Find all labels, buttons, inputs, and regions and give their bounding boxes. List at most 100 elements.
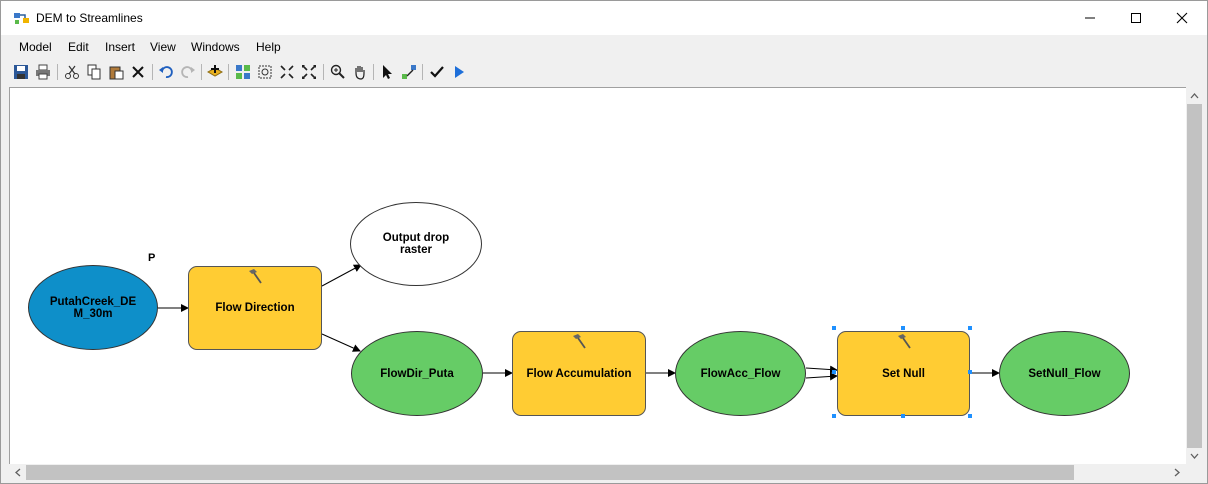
maximize-button[interactable] xyxy=(1113,1,1159,35)
vertical-scroll-thumb[interactable] xyxy=(1187,104,1202,448)
selection-handle[interactable] xyxy=(968,326,972,330)
fixed-zoom-in-icon xyxy=(280,65,294,79)
selection-handle[interactable] xyxy=(901,414,905,418)
connector-flowaccflow-to-setnull-2 xyxy=(805,372,838,381)
horizontal-scrollbar[interactable] xyxy=(9,464,1186,481)
node-flowdir-puta[interactable]: FlowDir_Puta xyxy=(351,331,483,416)
validate-icon xyxy=(430,66,444,78)
parameter-marker: P xyxy=(148,252,156,264)
horizontal-scroll-thumb[interactable] xyxy=(26,465,1074,480)
validate-button[interactable] xyxy=(428,63,446,81)
toolbar-separator xyxy=(422,64,423,80)
toolbar xyxy=(1,59,1207,85)
vertical-scrollbar[interactable] xyxy=(1186,87,1203,465)
cut-button[interactable] xyxy=(63,63,81,81)
node-set-null[interactable]: Set Null xyxy=(837,331,970,416)
scroll-down-icon[interactable] xyxy=(1186,448,1203,465)
menu-edit[interactable]: Edit xyxy=(68,40,89,54)
copy-icon xyxy=(87,64,101,80)
close-icon xyxy=(1176,12,1188,24)
node-putahcreek-dem[interactable]: PutahCreek_DE M_30m xyxy=(28,265,158,350)
minimize-button[interactable] xyxy=(1067,1,1113,35)
hammer-icon xyxy=(573,334,586,349)
model-canvas[interactable]: P PutahCreek_DE M_30m Flow Direction Out… xyxy=(9,87,1186,466)
node-flow-direction[interactable]: Flow Direction xyxy=(188,266,322,350)
fixed-zoom-out-icon xyxy=(302,65,316,79)
delete-icon xyxy=(132,66,144,78)
toolbar-separator xyxy=(57,64,58,80)
selection-handle[interactable] xyxy=(968,414,972,418)
node-output-drop-raster[interactable]: Output drop raster xyxy=(350,202,482,286)
toolbar-separator xyxy=(152,64,153,80)
minimize-icon xyxy=(1085,17,1095,19)
add-data-button[interactable] xyxy=(206,63,224,81)
copy-button[interactable] xyxy=(85,63,103,81)
fixed-zoom-in-button[interactable] xyxy=(278,63,296,81)
connect-icon xyxy=(402,65,416,79)
node-setnull-flow[interactable]: SetNull_Flow xyxy=(999,331,1130,416)
scroll-right-icon[interactable] xyxy=(1169,464,1186,481)
node-label: Set Null xyxy=(882,367,925,380)
zoom-button[interactable] xyxy=(329,63,347,81)
node-label: Output drop raster xyxy=(382,232,450,256)
paste-button[interactable] xyxy=(107,63,125,81)
node-label: FlowDir_Puta xyxy=(380,367,454,380)
selection-handle[interactable] xyxy=(832,370,836,374)
fixed-zoom-out-button[interactable] xyxy=(300,63,318,81)
menu-insert[interactable]: Insert xyxy=(105,40,136,54)
selection-handle[interactable] xyxy=(832,326,836,330)
selection-handle[interactable] xyxy=(832,414,836,418)
paste-icon xyxy=(109,66,124,80)
node-label: Flow Accumulation xyxy=(526,367,632,380)
undo-button[interactable] xyxy=(157,63,175,81)
connect-button[interactable] xyxy=(400,63,418,81)
node-label: PutahCreek_DE M_30m xyxy=(49,295,137,320)
menu-help[interactable]: Help xyxy=(256,40,281,54)
node-flowacc-flow[interactable]: FlowAcc_Flow xyxy=(675,331,806,416)
select-button[interactable] xyxy=(378,63,396,81)
menu-model[interactable]: Model xyxy=(19,40,52,54)
print-icon xyxy=(36,64,50,80)
menu-windows[interactable]: Windows xyxy=(191,40,240,54)
hammer-icon xyxy=(249,269,262,284)
auto-layout-icon xyxy=(236,65,250,79)
connector-flowaccflow-to-setnull-1 xyxy=(805,365,838,374)
selection-handle[interactable] xyxy=(968,370,972,374)
selection-handle[interactable] xyxy=(901,326,905,330)
toolbar-separator xyxy=(201,64,202,80)
auto-layout-button[interactable] xyxy=(234,63,252,81)
connector-flowdir-to-flowdirputa xyxy=(321,333,361,352)
node-flow-accumulation[interactable]: Flow Accumulation xyxy=(512,331,646,416)
title-bar: DEM to Streamlines xyxy=(1,1,1207,35)
maximize-icon xyxy=(1131,13,1141,23)
close-button[interactable] xyxy=(1159,1,1205,35)
cut-icon xyxy=(65,65,79,79)
pan-button[interactable] xyxy=(351,63,369,81)
print-button[interactable] xyxy=(34,63,52,81)
zoom-icon xyxy=(330,64,345,79)
pan-icon xyxy=(355,66,365,80)
connector-flowdir-to-outdrop xyxy=(321,264,362,287)
menu-view[interactable]: View xyxy=(150,40,176,54)
node-label: SetNull_Flow xyxy=(1028,367,1101,380)
run-button[interactable] xyxy=(450,63,468,81)
window-title: DEM to Streamlines xyxy=(36,11,143,25)
scroll-left-icon[interactable] xyxy=(9,464,26,481)
redo-icon xyxy=(181,66,195,78)
redo-button[interactable] xyxy=(179,63,197,81)
select-icon xyxy=(383,65,392,79)
add-data-icon xyxy=(207,65,223,77)
connector-layer xyxy=(158,264,1000,381)
full-extent-button[interactable] xyxy=(256,63,274,81)
toolbar-separator xyxy=(228,64,229,80)
hammer-icon xyxy=(897,334,911,349)
delete-button[interactable] xyxy=(129,63,147,81)
scrollbar-corner xyxy=(1186,464,1203,481)
undo-icon xyxy=(159,66,173,78)
model-builder-icon xyxy=(14,13,29,24)
save-button[interactable] xyxy=(12,63,30,81)
save-icon xyxy=(14,65,28,79)
run-icon xyxy=(455,66,464,78)
scroll-up-icon[interactable] xyxy=(1186,87,1203,104)
